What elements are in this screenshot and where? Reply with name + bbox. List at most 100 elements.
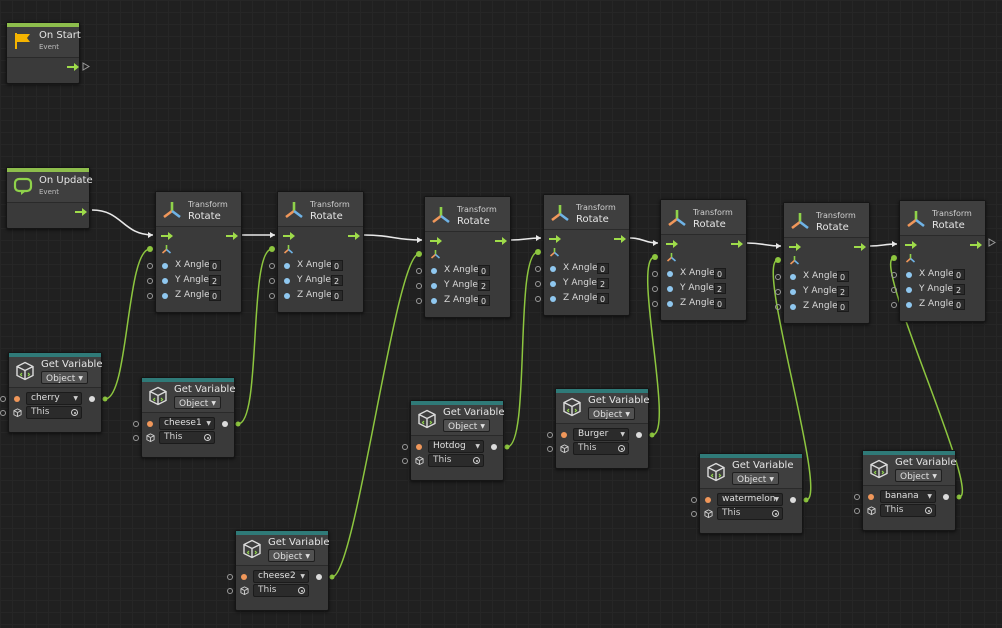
variable-kind-dropdown[interactable]: Object▼	[174, 396, 221, 409]
variable-name-input-port[interactable]	[547, 432, 553, 438]
y-angle-port[interactable]	[550, 281, 556, 287]
target-object-field[interactable]: This	[253, 584, 309, 597]
x-angle-port[interactable]	[906, 272, 912, 278]
variable-name-port[interactable]	[241, 574, 247, 580]
flow-output-arrow-icon[interactable]	[75, 208, 87, 216]
value-output-port[interactable]	[491, 444, 497, 450]
value-output-port[interactable]	[222, 421, 228, 427]
object-output-port[interactable]	[504, 444, 510, 450]
variable-name-dropdown[interactable]: cheese2▼	[253, 570, 309, 583]
z-angle-port[interactable]	[667, 301, 673, 307]
get-variable-node[interactable]: Get Variable Object▼ cheese2▼ This	[235, 530, 330, 611]
variable-name-port[interactable]	[14, 396, 20, 402]
target-icon[interactable]	[618, 445, 625, 452]
flow-output-arrow-icon[interactable]	[495, 237, 507, 245]
rotate-node[interactable]: Transform Rotate X Angle 0 Y Angle 2 Z A…	[660, 199, 747, 321]
x-angle-input-port[interactable]	[775, 274, 781, 280]
variable-kind-dropdown[interactable]: Object▼	[268, 549, 315, 562]
z-angle-port[interactable]	[284, 293, 290, 299]
flow-input-arrow-icon[interactable]	[789, 243, 801, 251]
x-angle-field[interactable]: 0	[837, 271, 849, 282]
flow-wire[interactable]	[629, 237, 659, 244]
target-icon[interactable]	[204, 434, 211, 441]
object-output-port[interactable]	[102, 396, 108, 402]
y-angle-field[interactable]: 2	[597, 278, 609, 289]
flow-output-arrow-icon[interactable]	[854, 243, 866, 251]
x-angle-input-port[interactable]	[416, 268, 422, 274]
variable-kind-dropdown[interactable]: Object▼	[41, 371, 88, 384]
rotate-node[interactable]: Transform Rotate X Angle 0 Y Angle 2 Z A…	[277, 191, 364, 313]
y-angle-port[interactable]	[162, 278, 168, 284]
y-angle-input-port[interactable]	[416, 283, 422, 289]
z-angle-input-port[interactable]	[652, 301, 658, 307]
z-angle-port[interactable]	[790, 304, 796, 310]
y-angle-input-port[interactable]	[891, 287, 897, 293]
variable-name-input-port[interactable]	[227, 574, 233, 580]
value-output-port[interactable]	[790, 497, 796, 503]
variable-name-dropdown[interactable]: Hotdog▼	[428, 440, 484, 453]
variable-name-dropdown[interactable]: banana▼	[880, 490, 936, 503]
object-input-port[interactable]	[147, 246, 153, 252]
z-angle-input-port[interactable]	[147, 293, 153, 299]
variable-name-input-port[interactable]	[402, 444, 408, 450]
get-variable-node[interactable]: Get Variable Object▼ cheese1▼ This	[141, 377, 236, 458]
y-angle-field[interactable]: 2	[209, 275, 221, 286]
y-angle-port[interactable]	[431, 283, 437, 289]
object-input-port[interactable]	[775, 257, 781, 263]
x-angle-input-port[interactable]	[535, 266, 541, 272]
object-output-port[interactable]	[329, 574, 335, 580]
get-variable-node[interactable]: Get Variable Object▼ Hotdog▼ This	[410, 400, 505, 481]
flow-input-arrow-icon[interactable]	[283, 232, 295, 240]
x-angle-input-port[interactable]	[147, 263, 153, 269]
z-angle-field[interactable]: 0	[478, 295, 490, 306]
object-input-port[interactable]	[535, 249, 541, 255]
object-output-port[interactable]	[649, 432, 655, 438]
y-angle-port[interactable]	[790, 289, 796, 295]
x-angle-input-port[interactable]	[652, 271, 658, 277]
target-input-port[interactable]	[854, 508, 860, 514]
rotate-node[interactable]: Transform Rotate X Angle 0 Y Angle 2 Z A…	[783, 202, 870, 324]
x-angle-port[interactable]	[284, 263, 290, 269]
z-angle-input-port[interactable]	[891, 302, 897, 308]
variable-name-input-port[interactable]	[854, 494, 860, 500]
target-object-field[interactable]: This	[717, 507, 783, 520]
target-icon[interactable]	[298, 587, 305, 594]
target-input-port[interactable]	[402, 458, 408, 464]
variable-name-port[interactable]	[416, 444, 422, 450]
flow-output-arrow-icon[interactable]	[970, 241, 982, 249]
variable-name-input-port[interactable]	[0, 396, 6, 402]
z-angle-field[interactable]: 0	[714, 298, 726, 309]
variable-kind-dropdown[interactable]: Object▼	[588, 407, 635, 420]
z-angle-port[interactable]	[550, 296, 556, 302]
y-angle-field[interactable]: 2	[953, 284, 965, 295]
target-object-field[interactable]: This	[880, 504, 936, 517]
get-variable-node[interactable]: Get Variable Object▼ Burger▼ This	[555, 388, 650, 469]
flow-wire[interactable]	[746, 242, 782, 247]
variable-name-port[interactable]	[868, 494, 874, 500]
flow-output-port[interactable]	[82, 62, 90, 71]
target-object-field[interactable]: This	[159, 431, 215, 444]
target-input-port[interactable]	[133, 435, 139, 441]
rotate-node[interactable]: Transform Rotate X Angle 0 Y Angle 2 Z A…	[543, 194, 630, 316]
x-angle-port[interactable]	[550, 266, 556, 272]
variable-name-port[interactable]	[147, 421, 153, 427]
variable-kind-dropdown[interactable]: Object▼	[895, 469, 942, 482]
y-angle-input-port[interactable]	[652, 286, 658, 292]
flow-input-arrow-icon[interactable]	[549, 235, 561, 243]
object-input-port[interactable]	[652, 254, 658, 260]
z-angle-field[interactable]: 0	[597, 293, 609, 304]
value-output-port[interactable]	[316, 574, 322, 580]
get-variable-node[interactable]: Get Variable Object▼ banana▼ This	[862, 450, 957, 531]
target-icon[interactable]	[925, 507, 932, 514]
object-wire[interactable]	[647, 256, 660, 436]
variable-name-dropdown[interactable]: cheese1▼	[159, 417, 215, 430]
target-object-field[interactable]: This	[428, 454, 484, 467]
target-icon[interactable]	[473, 457, 480, 464]
x-angle-port[interactable]	[667, 271, 673, 277]
variable-name-port[interactable]	[561, 432, 567, 438]
target-icon[interactable]	[71, 409, 78, 416]
z-angle-input-port[interactable]	[535, 296, 541, 302]
flow-input-arrow-icon[interactable]	[161, 232, 173, 240]
variable-name-input-port[interactable]	[691, 497, 697, 503]
x-angle-input-port[interactable]	[269, 263, 275, 269]
